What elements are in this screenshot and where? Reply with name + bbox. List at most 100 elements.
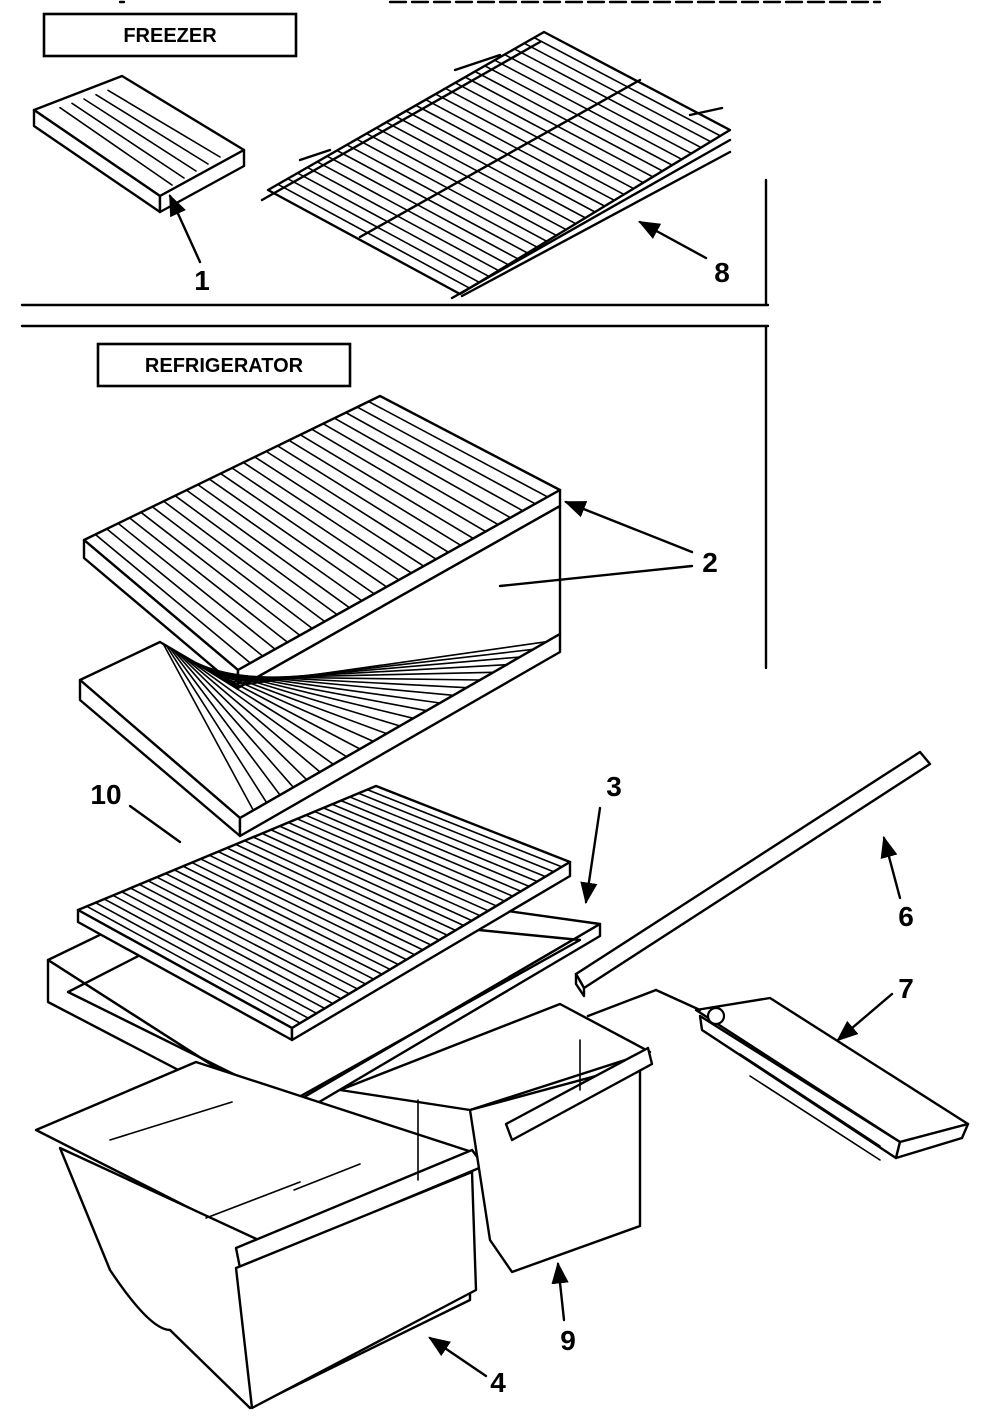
leader-lines: [128, 194, 902, 1378]
callout-2: 2: [702, 547, 718, 578]
hatch-line: [299, 433, 475, 540]
hatch-line: [230, 648, 535, 685]
hatch-line: [243, 839, 449, 937]
hatch-line: [83, 98, 197, 172]
hatch-line: [242, 461, 413, 574]
hatch-line: [310, 428, 487, 533]
hatch-line: [366, 788, 563, 868]
crisper-rail: [574, 750, 932, 998]
hatch-line: [405, 110, 596, 213]
callout-8: 8: [714, 257, 730, 288]
hatch-line: [219, 472, 388, 588]
hatch-line: [168, 646, 281, 796]
hatch-line: [252, 836, 457, 932]
hatch-line: [434, 93, 625, 196]
hatch-line: [156, 876, 367, 985]
hatch-line: [357, 792, 555, 873]
hatch-line: [313, 810, 514, 897]
hatch-line: [185, 489, 351, 609]
hatch-line: [217, 850, 424, 951]
hatch-line: [208, 854, 416, 956]
hatch-line: [336, 149, 529, 254]
hatch-line: [233, 640, 548, 687]
hatch-line: [356, 406, 537, 505]
hatch-line: [182, 865, 391, 971]
hatch-line: [173, 869, 383, 976]
hatch-line: [288, 439, 462, 547]
hatch-line: [181, 654, 335, 766]
hatch-line: [129, 887, 342, 1000]
crisper-drawer-right: [338, 1002, 654, 1274]
hatch-line: [305, 814, 506, 902]
hatch-line: [345, 411, 524, 512]
hatch-line: [265, 450, 437, 561]
freezer-label-box: FREEZER: [42, 12, 298, 58]
hatch-line: [286, 177, 481, 284]
hatch-line: [128, 517, 289, 644]
hatch-line: [322, 422, 499, 526]
hatch-line: [322, 807, 522, 893]
hatch-line: [199, 858, 408, 961]
hatch-line: [172, 648, 295, 789]
hatch-line: [226, 847, 432, 946]
hatch-line: [231, 467, 400, 581]
hatch-line: [326, 155, 519, 260]
callout-7: 7: [898, 973, 914, 1004]
hatch-line: [253, 456, 425, 567]
callout-9: 9: [560, 1325, 576, 1356]
hatch-line: [464, 76, 654, 178]
hatch-line: [261, 832, 465, 927]
hatch-line: [365, 132, 558, 237]
hatch-line: [178, 652, 321, 773]
hatch-line: [331, 803, 530, 888]
hatch-line: [71, 102, 185, 179]
hatch-line: [234, 843, 440, 941]
crisper-drawer-left: [34, 1060, 486, 1410]
hatch-line: [185, 656, 348, 758]
hatch-line: [117, 522, 276, 651]
hatch-line: [316, 160, 510, 266]
hatch-line: [162, 500, 326, 623]
slide-bracket: [586, 988, 970, 1161]
hatch-line: [105, 528, 264, 657]
hatch-line: [333, 417, 512, 519]
hatch-line: [94, 901, 310, 1020]
hatch-line: [454, 81, 645, 184]
hatch-line: [424, 98, 616, 202]
hatch-line: [85, 905, 301, 1024]
ice-tray-part: [32, 74, 246, 214]
hatch-line: [138, 883, 351, 995]
hatch-line: [296, 818, 498, 907]
hatch-line: [162, 643, 255, 812]
hatch-line: [95, 93, 209, 165]
hatch-line: [94, 533, 252, 664]
hatch-line: [227, 656, 521, 684]
hatch-line: [276, 445, 450, 554]
freezer-label: FREEZER: [123, 25, 217, 47]
hatch-line: [197, 483, 363, 602]
callout-10: 10: [90, 779, 121, 810]
refrigerator-label: REFRIGERATOR: [145, 355, 304, 377]
refrigerator-shelf-lower: [78, 504, 562, 838]
callout-4: 4: [490, 1367, 506, 1398]
hatch-line: [103, 898, 318, 1015]
hatch-line: [415, 104, 606, 207]
hatch-line: [355, 138, 548, 243]
hatch-line: [164, 872, 375, 980]
hatch-line: [174, 494, 338, 616]
hatch-line: [191, 861, 400, 966]
hatch-line: [270, 828, 473, 922]
refrigerator-shelf-upper: [82, 394, 562, 690]
hatch-line: [59, 106, 173, 186]
hatch-line: [165, 645, 268, 804]
hatch-line: [121, 890, 334, 1005]
hatch-line: [151, 505, 314, 630]
hatch-line: [107, 89, 221, 158]
hatch-line: [277, 183, 471, 289]
hatch-line: [444, 87, 635, 190]
callout-1: 1: [194, 265, 210, 296]
callout-6: 6: [898, 901, 914, 932]
refrigerator-label-box: REFRIGERATOR: [96, 342, 352, 388]
hatch-line: [147, 880, 359, 990]
